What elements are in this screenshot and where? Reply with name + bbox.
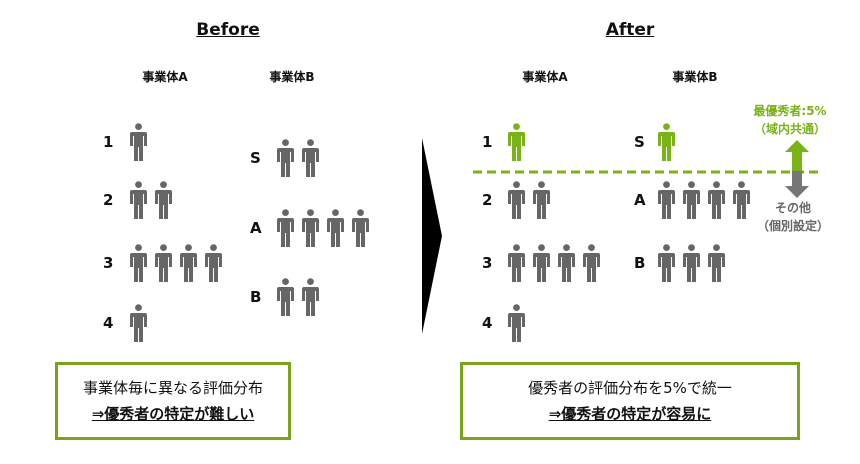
after-b-row-label: S [634, 133, 645, 151]
person-icon [508, 123, 525, 161]
person-icon [508, 181, 525, 219]
before-b-row-people [277, 139, 319, 177]
before-b-row-label: B [250, 288, 262, 306]
person-icon [277, 278, 294, 316]
person-icon [658, 244, 675, 282]
person-icon [130, 244, 147, 282]
before-b-row-label: S [250, 149, 261, 167]
after-b-row-label: A [634, 191, 646, 209]
before-summary-line1: 事業体毎に異なる評価分布 [82, 379, 263, 397]
person-icon [302, 278, 319, 316]
after-summary-box: 優秀者の評価分布を5%で統一 ⇒優秀者の特定が容易に [460, 362, 800, 440]
person-icon [180, 244, 197, 282]
person-icon [130, 123, 147, 161]
person-icon [733, 181, 750, 219]
after-a-row-people [508, 123, 525, 161]
after-title: After [605, 20, 655, 40]
before-a-row-people [130, 181, 172, 219]
before-summary-box: 事業体毎に異なる評価分布 ⇒優秀者の特定が難しい [55, 362, 291, 440]
after-a-row-label: 3 [482, 254, 493, 272]
person-icon [508, 244, 525, 282]
after-b-row-label: B [634, 254, 646, 272]
other-note-line1: その他 [774, 201, 812, 215]
person-icon [327, 209, 344, 247]
after-summary-line1: 優秀者の評価分布を5%で統一 [528, 379, 732, 397]
person-icon [302, 139, 319, 177]
before-a-row-label: 4 [103, 314, 114, 332]
after-b-row-people [658, 244, 725, 282]
person-icon [352, 209, 369, 247]
person-icon [302, 209, 319, 247]
person-icon [708, 244, 725, 282]
before-a-row-label: 3 [103, 254, 114, 272]
before-entity-b-header: 事業体B [269, 70, 315, 84]
after-a-row-label: 4 [482, 314, 493, 332]
person-icon [558, 244, 575, 282]
other-note: その他 （個別設定） [757, 199, 829, 235]
before-a-row-people [130, 123, 147, 161]
person-icon [683, 244, 700, 282]
after-a-row-people [508, 181, 550, 219]
after-a-row-people [508, 244, 600, 282]
person-icon [508, 304, 525, 342]
before-b-row-people [277, 278, 319, 316]
person-icon [205, 244, 222, 282]
threshold-dashed-line [473, 170, 819, 174]
person-icon [683, 181, 700, 219]
before-title: Before [196, 20, 260, 40]
person-icon [658, 123, 675, 161]
top-note-line1: 最優秀者:5% [753, 104, 827, 118]
top-performer-note: 最優秀者:5% （域内共通） [753, 102, 826, 138]
person-icon [277, 209, 294, 247]
after-a-row-label: 2 [482, 191, 493, 209]
person-icon [533, 181, 550, 219]
person-icon [155, 244, 172, 282]
before-entity-a-header: 事業体A [142, 70, 188, 84]
after-b-row-people [658, 181, 750, 219]
other-note-line2: （個別設定） [756, 219, 830, 233]
person-icon [708, 181, 725, 219]
before-summary-line2: ⇒優秀者の特定が難しい [91, 405, 255, 423]
person-icon [155, 181, 172, 219]
before-a-row-people [130, 244, 222, 282]
after-entity-a-header: 事業体A [522, 70, 568, 84]
before-a-row-people [130, 304, 147, 342]
before-a-row-label: 2 [103, 191, 114, 209]
top-note-line2: （域内共通） [753, 122, 826, 136]
person-icon [130, 181, 147, 219]
transition-arrow-icon [422, 138, 442, 334]
after-a-row-label: 1 [482, 133, 493, 151]
after-summary-line2: ⇒優秀者の特定が容易に [548, 405, 712, 423]
split-arrow-icon [785, 140, 809, 198]
after-b-row-people [658, 123, 675, 161]
person-icon [277, 139, 294, 177]
person-icon [533, 244, 550, 282]
after-entity-b-header: 事業体B [672, 70, 718, 84]
before-a-row-label: 1 [103, 133, 114, 151]
before-b-row-label: A [250, 219, 262, 237]
after-a-row-people [508, 304, 525, 342]
person-icon [658, 181, 675, 219]
person-icon [583, 244, 600, 282]
before-b-row-people [277, 209, 369, 247]
person-icon [130, 304, 147, 342]
